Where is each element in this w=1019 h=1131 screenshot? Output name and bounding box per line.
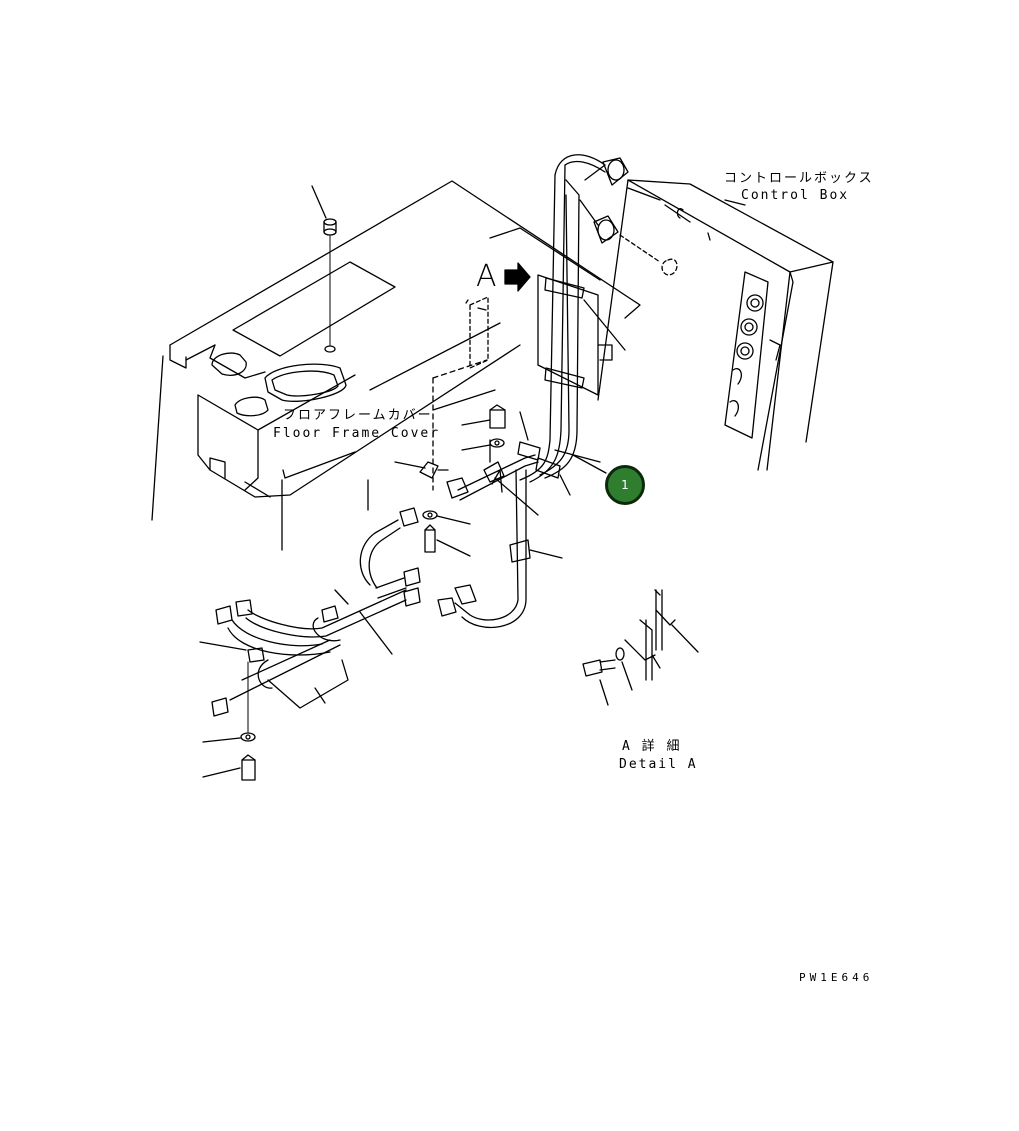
vertical-harness — [432, 154, 661, 491]
detail-marker-label: A — [476, 259, 497, 294]
part-callout-1[interactable]: 1 — [605, 465, 645, 505]
detail-a-label-jp: A 詳 細 — [622, 739, 682, 754]
detail-a-label-en: Detail A — [619, 757, 698, 772]
mid-harness — [394, 404, 607, 629]
callout-number: 1 — [621, 478, 629, 492]
drawing-code: PW1E646 — [799, 971, 874, 984]
floor-frame-cover — [151, 180, 641, 551]
floor-frame-cover-label-en: Floor Frame Cover — [273, 426, 441, 441]
control-box-label-jp: コントロールボックス — [724, 171, 874, 186]
control-box-label-en: Control Box — [741, 188, 850, 203]
grommet-part — [311, 185, 337, 353]
floor-frame-cover-label-jp: フロアフレームカバー — [283, 408, 433, 423]
control-box-leader — [724, 199, 746, 206]
control-box — [597, 179, 834, 471]
detail-a — [582, 589, 699, 706]
lower-left-harness — [199, 507, 421, 781]
